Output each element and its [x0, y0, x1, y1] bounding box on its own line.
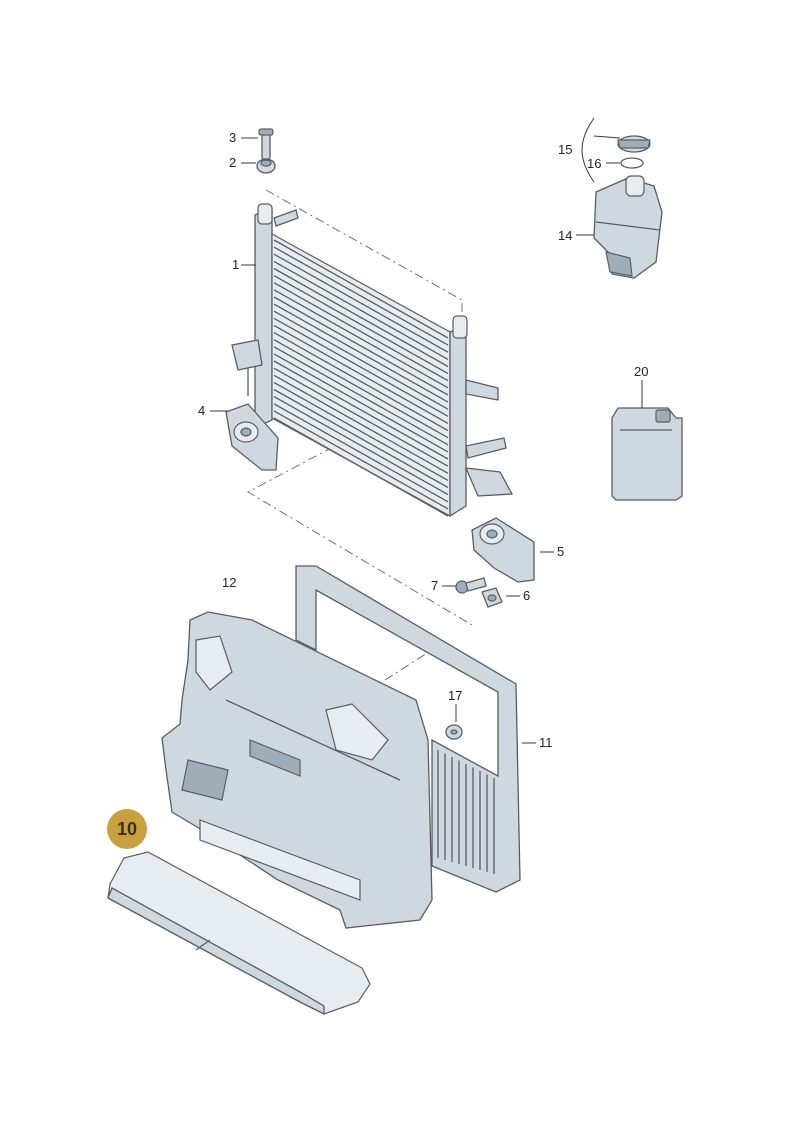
radiator-fin: [273, 303, 449, 403]
part-17-clip: [445, 724, 463, 740]
callout-labels: 3 2 1 4 5 7 6 11 12 14 15 16 17 20: [198, 130, 648, 750]
radiator-fin: [273, 367, 449, 467]
radiator-fin: [273, 403, 449, 503]
callout-4: 4: [198, 403, 205, 418]
radiator-fin: [273, 253, 449, 353]
assembly-lines: [246, 189, 473, 681]
part-20-coolant-bottle: [611, 407, 683, 501]
radiator-fin: [273, 332, 449, 432]
callout-7: 7: [431, 578, 438, 593]
callout-2: 2: [229, 155, 236, 170]
radiator-fin: [273, 381, 449, 481]
radiator-fin: [273, 239, 449, 339]
part-12-air-guide: [161, 611, 433, 929]
radiator-fin: [273, 346, 449, 446]
part-14-expansion-tank: [593, 175, 663, 279]
callout-15: 15: [558, 142, 572, 157]
callout-5: 5: [557, 544, 564, 559]
radiator-fin: [273, 374, 449, 474]
callout-20: 20: [634, 364, 648, 379]
radiator-fin: [273, 260, 449, 360]
radiator-fin: [273, 339, 449, 439]
part-2-grommet: [256, 158, 276, 174]
part-1-radiator: [231, 203, 514, 518]
part-5-bracket-right: [471, 517, 535, 583]
radiator-fin: [273, 388, 449, 489]
part-7-screw: [455, 577, 487, 594]
radiator-fin: [273, 396, 449, 496]
radiator-fin: [273, 417, 449, 517]
highlight-badge-10: 10: [107, 809, 147, 849]
radiator-fin: [273, 310, 449, 410]
leader-lines: [210, 117, 643, 744]
highlight-badge-label: 10: [117, 819, 137, 839]
radiator-fin: [273, 246, 449, 346]
radiator-fin: [273, 282, 449, 382]
radiator-fin: [273, 275, 449, 375]
part-16-seal-ring: [620, 157, 644, 169]
part-11-frame: [295, 565, 521, 893]
part-6-clip-nut: [481, 587, 503, 608]
callout-12: 12: [222, 575, 236, 590]
callout-6: 6: [523, 588, 530, 603]
callout-14: 14: [558, 228, 572, 243]
callout-1: 1: [232, 257, 239, 272]
radiator-fin: [273, 296, 449, 396]
radiator-fin: [273, 360, 449, 460]
radiator-fin: [273, 410, 449, 510]
callout-17: 17: [448, 688, 462, 703]
radiator-fin: [273, 324, 449, 424]
radiator-fin: [273, 267, 449, 368]
radiator-fin: [273, 353, 449, 453]
radiator-fin: [273, 289, 449, 389]
radiator-fin: [273, 317, 449, 417]
callout-16: 16: [587, 156, 601, 171]
part-15-cap: [617, 135, 651, 153]
part-4-bracket-left: [225, 403, 279, 471]
callout-3: 3: [229, 130, 236, 145]
callout-11: 11: [539, 735, 553, 750]
part-3-bolt: [258, 128, 274, 160]
part-10-lower-air-guide: [107, 851, 371, 1016]
